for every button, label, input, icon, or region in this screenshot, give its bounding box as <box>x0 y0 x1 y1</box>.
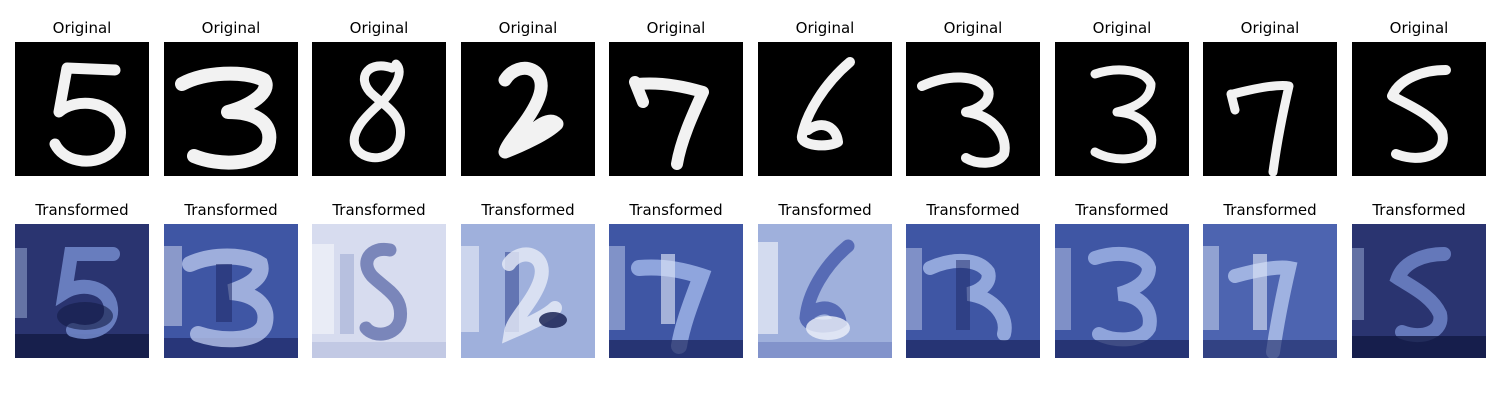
original-panel-5: Original <box>609 18 743 176</box>
transformed-caption: Transformed <box>778 201 872 219</box>
original-panel-2: Original <box>164 18 298 176</box>
original-caption: Original <box>1389 19 1449 37</box>
original-digit-image <box>164 42 298 176</box>
transformed-panel-1: Transformed <box>15 200 149 358</box>
transformed-caption: Transformed <box>184 201 278 219</box>
transformed-image <box>1055 224 1189 358</box>
transformed-image <box>461 224 595 358</box>
original-caption: Original <box>349 19 409 37</box>
transformed-panel-2: Transformed <box>164 200 298 358</box>
transformed-caption: Transformed <box>35 201 129 219</box>
original-panel-3: Original <box>312 18 446 176</box>
original-caption: Original <box>943 19 1003 37</box>
original-panel-6: Original <box>758 18 892 176</box>
original-caption: Original <box>1092 19 1152 37</box>
original-caption: Original <box>795 19 855 37</box>
transformed-panel-7: Transformed <box>906 200 1040 358</box>
original-digit-image <box>312 42 446 176</box>
original-caption: Original <box>201 19 261 37</box>
original-digit-image <box>1203 42 1337 176</box>
transformed-image <box>609 224 743 358</box>
original-caption: Original <box>52 19 112 37</box>
transformed-panel-10: Transformed <box>1352 200 1486 358</box>
original-digit-image <box>609 42 743 176</box>
transformed-image <box>906 224 1040 358</box>
original-digit-image <box>461 42 595 176</box>
transformed-panel-4: Transformed <box>461 200 595 358</box>
transformed-image <box>15 224 149 358</box>
transformed-caption: Transformed <box>1075 201 1169 219</box>
transformed-caption: Transformed <box>1372 201 1466 219</box>
original-panel-1: Original <box>15 18 149 176</box>
transformed-caption: Transformed <box>926 201 1020 219</box>
transformed-caption: Transformed <box>1223 201 1317 219</box>
original-digit-image <box>906 42 1040 176</box>
original-digit-image <box>758 42 892 176</box>
original-panel-7: Original <box>906 18 1040 176</box>
transformed-image <box>312 224 446 358</box>
original-panel-10: Original <box>1352 18 1486 176</box>
transformed-panel-5: Transformed <box>609 200 743 358</box>
original-digit-image <box>1055 42 1189 176</box>
original-panel-9: Original <box>1203 18 1337 176</box>
original-digit-image <box>15 42 149 176</box>
transformed-panel-9: Transformed <box>1203 200 1337 358</box>
transformed-panel-8: Transformed <box>1055 200 1189 358</box>
original-panel-4: Original <box>461 18 595 176</box>
original-caption: Original <box>646 19 706 37</box>
transformed-image <box>758 224 892 358</box>
transformed-image <box>1203 224 1337 358</box>
original-digit-image <box>1352 42 1486 176</box>
transformed-caption: Transformed <box>629 201 723 219</box>
transformed-panel-6: Transformed <box>758 200 892 358</box>
original-panel-8: Original <box>1055 18 1189 176</box>
transformed-caption: Transformed <box>332 201 426 219</box>
transformed-image <box>1352 224 1486 358</box>
transformed-panel-3: Transformed <box>312 200 446 358</box>
original-caption: Original <box>498 19 558 37</box>
transformed-caption: Transformed <box>481 201 575 219</box>
original-caption: Original <box>1240 19 1300 37</box>
transformed-image <box>164 224 298 358</box>
